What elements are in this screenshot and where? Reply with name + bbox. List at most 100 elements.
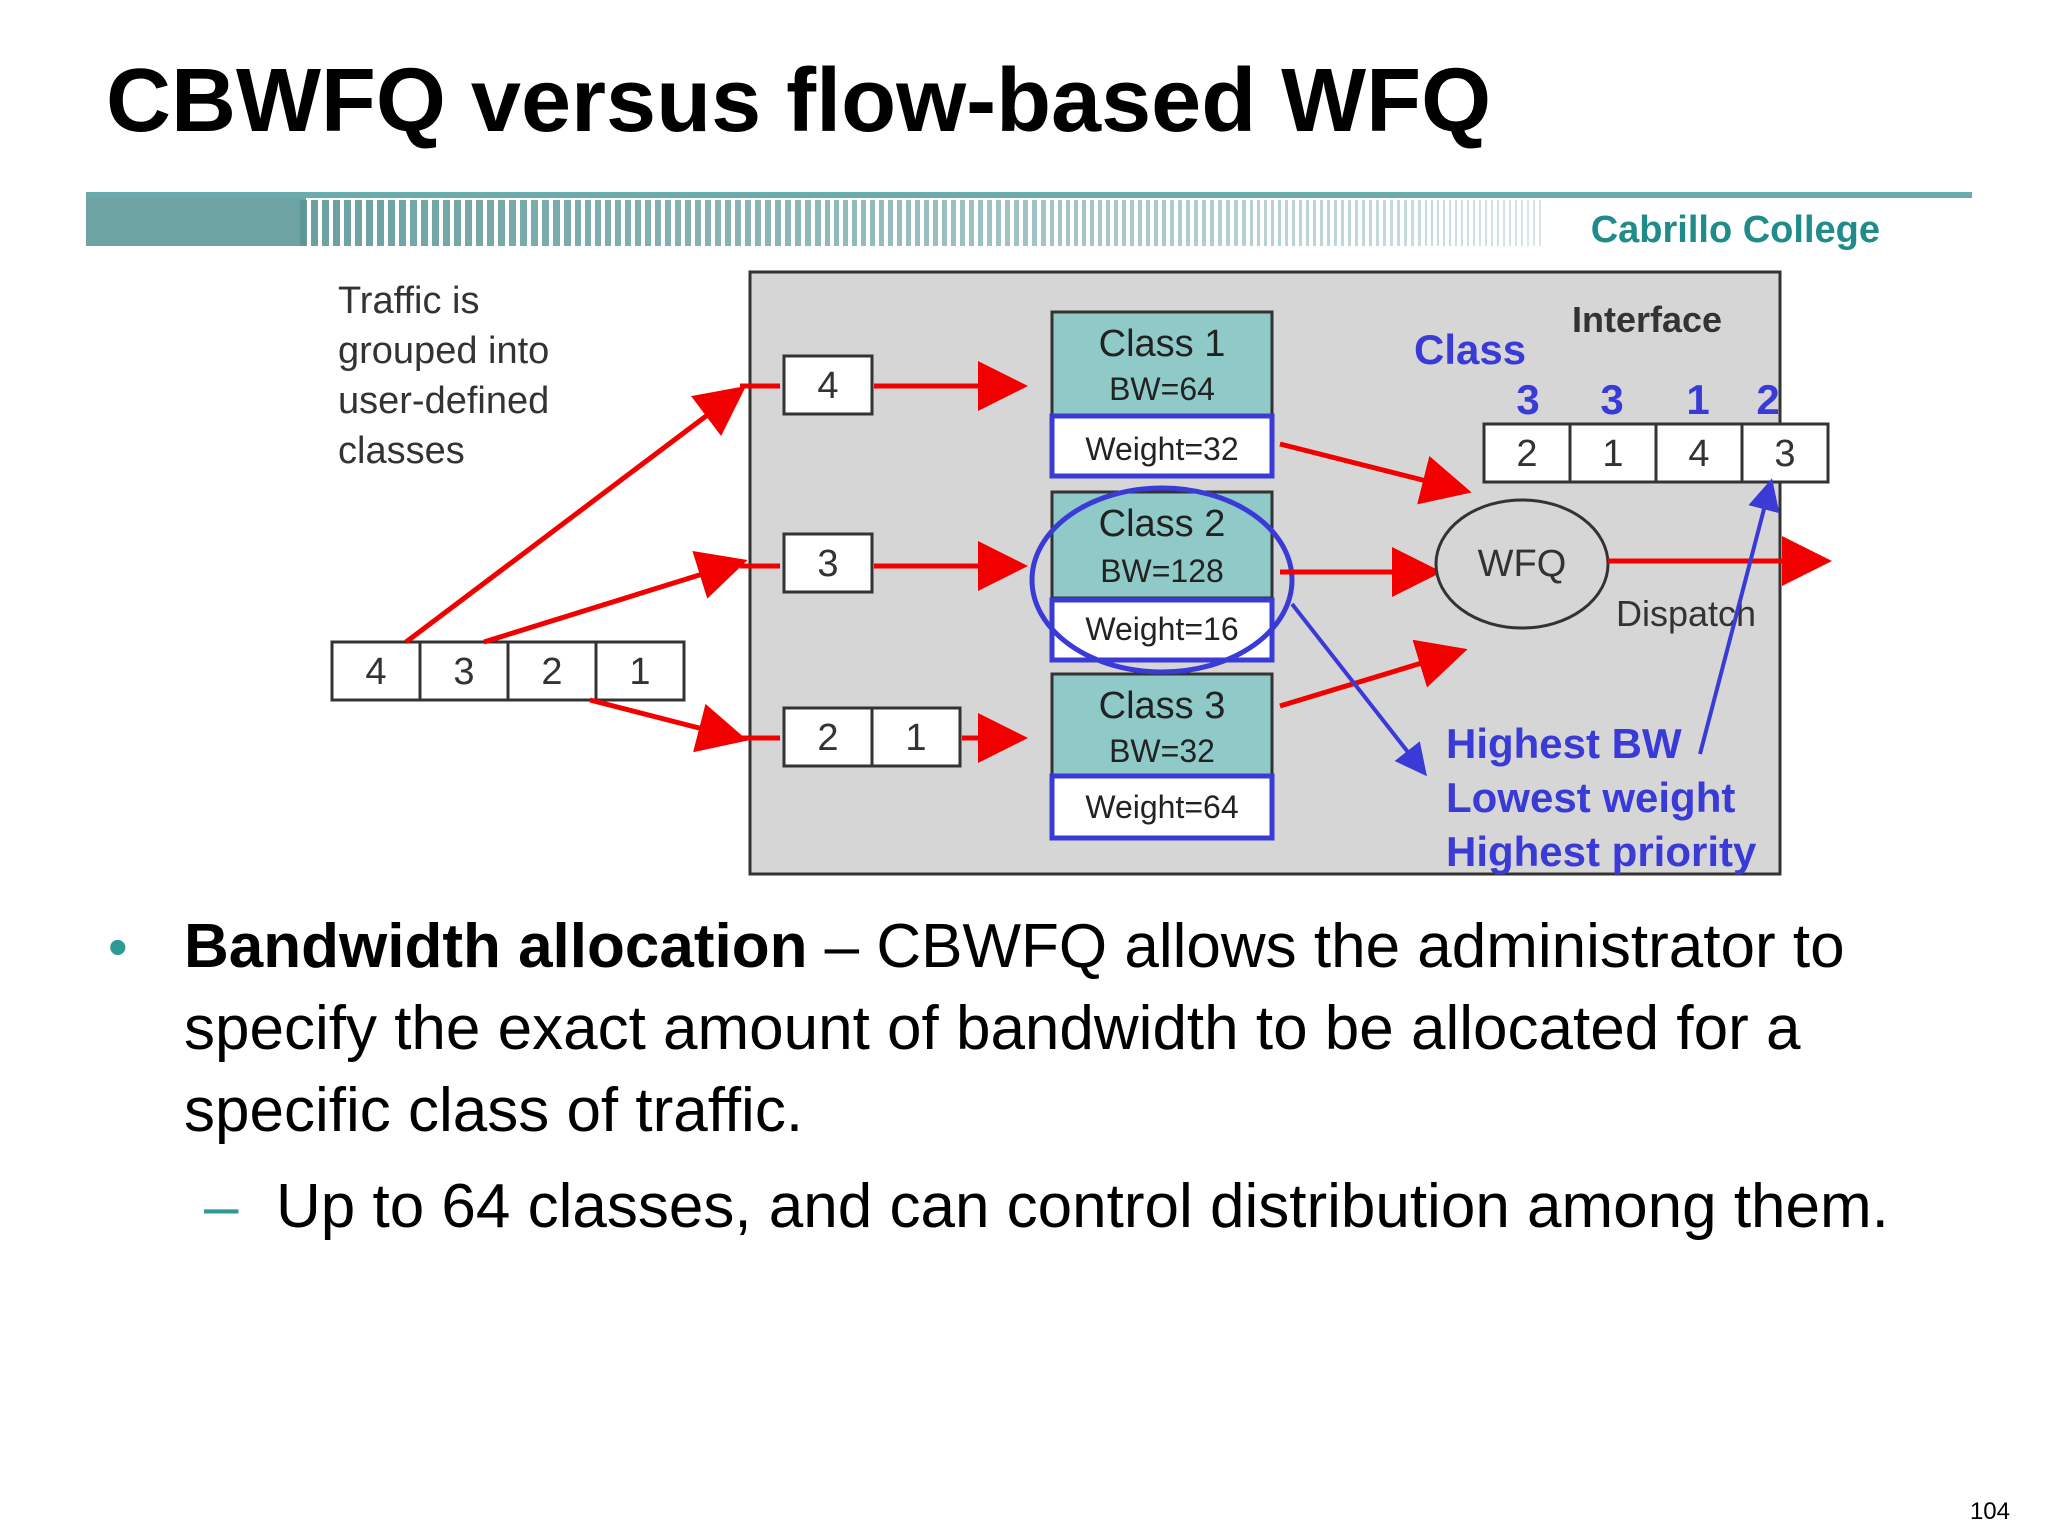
banner-stripe bbox=[542, 200, 549, 246]
banner-stripe bbox=[300, 200, 307, 246]
banner-stripe bbox=[942, 200, 947, 246]
banner-stripe bbox=[399, 200, 406, 246]
class-2-weight: Weight=16 bbox=[1085, 611, 1238, 647]
banner-stripes bbox=[300, 200, 1541, 246]
class-3-weight-box bbox=[1049, 773, 1275, 841]
class-box-1: Class 1 BW=64 Weight=32 bbox=[1049, 310, 1275, 479]
classifier-arrow-3 bbox=[589, 697, 748, 753]
wfq-label: WFQ bbox=[1478, 543, 1567, 585]
banner-stripe bbox=[1449, 200, 1451, 246]
banner-stripe bbox=[1271, 200, 1274, 246]
banner-stripe bbox=[1497, 200, 1499, 246]
banner-stripe bbox=[311, 200, 318, 246]
output-queue-cell bbox=[1654, 422, 1744, 484]
banner-stripe bbox=[1106, 200, 1110, 246]
banner-stripe bbox=[735, 200, 741, 246]
classifier-arrow-2 bbox=[483, 551, 748, 645]
banner-stripe bbox=[1334, 200, 1337, 246]
banner-stripe bbox=[1114, 200, 1118, 246]
banner-stripe bbox=[815, 200, 821, 246]
sub-queue-2: 3 bbox=[782, 532, 874, 594]
banner-stripe bbox=[476, 200, 483, 246]
banner-stripe bbox=[1218, 200, 1222, 246]
input-queue-label: 2 bbox=[541, 651, 562, 693]
banner-stripe bbox=[1479, 200, 1481, 246]
bullet-item: • Bandwidth allocation – CBWFQ allows th… bbox=[108, 906, 1988, 1152]
class-1-weight: Weight=32 bbox=[1085, 431, 1238, 467]
banner-stripe bbox=[879, 200, 884, 246]
banner-stripe bbox=[1397, 200, 1400, 246]
annotation-line-2: Lowest weight bbox=[1446, 774, 1735, 821]
output-class-label: 3 bbox=[1600, 376, 1623, 423]
bullet-text: – CBWFQ allows the administrator to spec… bbox=[184, 912, 1845, 1145]
class-3-name: Class 3 bbox=[1099, 685, 1226, 727]
banner-stripe bbox=[1090, 200, 1094, 246]
class-label: Class bbox=[1414, 326, 1526, 373]
banner-stripe bbox=[1264, 200, 1267, 246]
banner-stripe bbox=[1313, 200, 1316, 246]
class-1-name: Class 1 bbox=[1099, 323, 1226, 365]
banner-stripe bbox=[805, 200, 811, 246]
banner-stripe bbox=[1485, 200, 1487, 246]
banner-stripe bbox=[1032, 200, 1037, 246]
class-2-weight-box bbox=[1049, 597, 1275, 663]
wfq-scheduler bbox=[1434, 498, 1610, 630]
banner-stripe bbox=[322, 200, 329, 246]
banner-stripe bbox=[978, 200, 983, 246]
output-class-label: 2 bbox=[1756, 376, 1779, 423]
banner-stripe bbox=[685, 200, 691, 246]
banner-stripe bbox=[1178, 200, 1182, 246]
banner-stripe bbox=[1461, 200, 1463, 246]
intro-text: Traffic is grouped into user-defined cla… bbox=[338, 280, 560, 472]
output-queue-cell bbox=[1740, 422, 1830, 484]
sub-queue-cell bbox=[782, 354, 874, 416]
sub-queue-3: 2 1 bbox=[782, 706, 962, 768]
classifier-arrow-1 bbox=[404, 385, 746, 644]
banner-stripe bbox=[1250, 200, 1253, 246]
input-queue-cell bbox=[506, 640, 598, 702]
output-queue-label: 1 bbox=[1602, 433, 1623, 475]
banner-stripe bbox=[615, 200, 621, 246]
banner-stripe bbox=[1023, 200, 1028, 246]
banner-stripe bbox=[1082, 200, 1086, 246]
sub-queue-cell bbox=[870, 706, 962, 768]
banner-stripe bbox=[1437, 200, 1439, 246]
banner-stripe bbox=[755, 200, 761, 246]
queue-to-class-arrows bbox=[874, 361, 1028, 763]
class-1-body bbox=[1050, 310, 1274, 418]
banner-stripe bbox=[1355, 200, 1358, 246]
banner-stripe bbox=[1467, 200, 1469, 246]
banner-stripe bbox=[1306, 200, 1309, 246]
banner-stripe bbox=[906, 200, 911, 246]
dash-icon: – bbox=[204, 1172, 239, 1241]
intro-line-2: grouped into bbox=[338, 330, 549, 372]
annotation-line-1: Highest BW bbox=[1446, 720, 1682, 767]
banner-stripe bbox=[465, 200, 472, 246]
output-queue-label: 3 bbox=[1774, 433, 1795, 475]
sub-queue-1: 4 bbox=[782, 354, 874, 416]
banner-stripe bbox=[1327, 200, 1330, 246]
banner-stripe bbox=[675, 200, 681, 246]
class-3-to-wfq bbox=[1279, 639, 1468, 709]
output-queue-label: 4 bbox=[1688, 433, 1709, 475]
output-queue-cell bbox=[1482, 422, 1572, 484]
banner-stripe bbox=[487, 200, 494, 246]
bullet-dot-icon: • bbox=[108, 915, 128, 978]
output-queue-label: 2 bbox=[1516, 433, 1537, 475]
banner-stripe bbox=[498, 200, 505, 246]
sub-queue-label: 4 bbox=[817, 365, 838, 407]
banner-stripe bbox=[1362, 200, 1365, 246]
banner-stripe bbox=[1122, 200, 1126, 246]
banner-stripe bbox=[834, 200, 839, 246]
cbwfq-diagram: Traffic is grouped into user-defined cla… bbox=[330, 270, 1832, 876]
banner-stripe bbox=[665, 200, 671, 246]
banner-stripe bbox=[1341, 200, 1344, 246]
sub-bullet-item: – Up to 64 classes, and can control dist… bbox=[108, 1166, 1988, 1248]
banner-stripe bbox=[1320, 200, 1323, 246]
sub-queue-label: 1 bbox=[905, 717, 926, 759]
banner-stripe bbox=[1210, 200, 1214, 246]
class-3-body bbox=[1050, 672, 1274, 780]
banner-stripe bbox=[410, 200, 417, 246]
slide-title: CBWFQ versus flow-based WFQ bbox=[106, 51, 1492, 151]
page-number: 104 bbox=[1969, 1498, 2010, 1525]
